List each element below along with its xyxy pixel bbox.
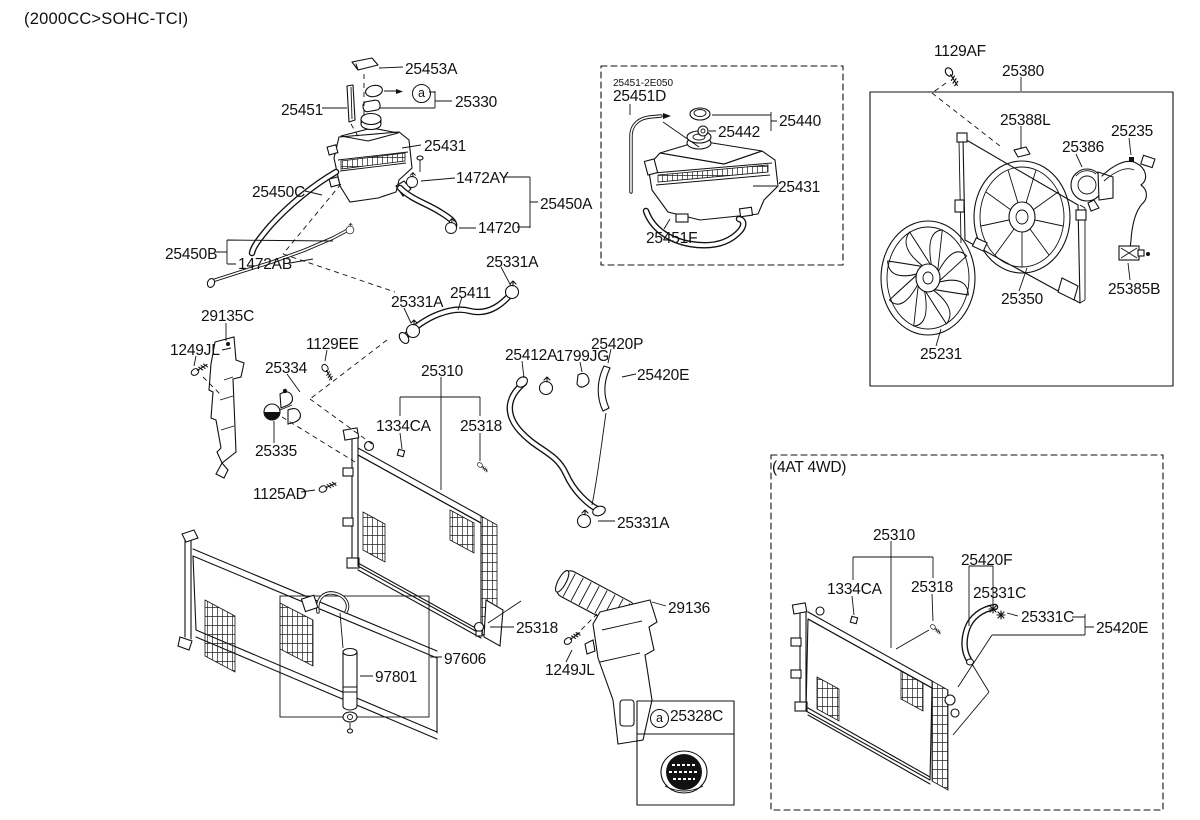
label-25451f: 25451F [646, 230, 698, 247]
label-25310-main: 25310 [421, 363, 464, 380]
label-1129af: 1129AF [934, 43, 986, 60]
cap-detail-box [636, 700, 735, 806]
cooling-fan-blade [880, 220, 976, 336]
callout-a-reservoir: a [412, 84, 431, 103]
label-25335: 25335 [255, 443, 298, 460]
label-25451d: 25451D [613, 88, 667, 105]
label-25318-main: 25318 [460, 418, 503, 435]
label-25318-drain: 25318 [516, 620, 559, 637]
fan-assembly-box-frame [869, 91, 1174, 387]
label-97606: 97606 [444, 651, 487, 668]
label-25450a: 25450A [540, 196, 593, 213]
callout-a-cap: a [650, 709, 669, 728]
label-1472ab: 1472AB [238, 256, 292, 273]
label-1334ca-main: 1334CA [376, 418, 431, 435]
label-25451-2e050: 25451-2E050 [613, 78, 674, 89]
label-29135c: 29135C [201, 308, 255, 325]
label-1799jg: 1799JG [556, 348, 610, 365]
label-25431-detail: 25431 [778, 179, 821, 196]
label-25451: 25451 [281, 102, 324, 119]
label-25420e-main: 25420E [637, 367, 690, 384]
fan-motor-and-harness [1070, 154, 1156, 261]
label-4at-4wd: (4AT 4WD) [772, 459, 847, 476]
reserve-tank-detail [629, 107, 779, 249]
radiator-main [342, 427, 504, 647]
label-25442: 25442 [718, 124, 761, 141]
label-25386: 25386 [1062, 139, 1105, 156]
label-25331c-lower: 25331C [1021, 609, 1075, 626]
label-25330: 25330 [455, 94, 498, 111]
label-25318-awd: 25318 [911, 579, 954, 596]
label-25450c: 25450C [252, 184, 306, 201]
leader-lines [193, 66, 1132, 736]
reserve-tank-assembly [206, 57, 458, 288]
label-25334: 25334 [265, 360, 308, 377]
label-1249jl-lower: 1249JL [545, 662, 595, 679]
label-25412a: 25412A [505, 347, 558, 364]
label-1249jl-upper: 1249JL [170, 342, 220, 359]
label-25235: 25235 [1111, 123, 1154, 140]
label-1334ca-awd: 1334CA [827, 581, 882, 598]
label-25328c: 25328C [670, 708, 724, 725]
label-25388l: 25388L [1000, 112, 1051, 129]
label-25380: 25380 [1002, 63, 1045, 80]
label-25331a-lower: 25331A [617, 515, 670, 532]
label-25231: 25231 [920, 346, 963, 363]
radiator-mounting-parts [263, 388, 338, 494]
label-29136: 29136 [668, 600, 711, 617]
label-25420e-awd: 25420E [1096, 620, 1149, 637]
fan-shroud-assembly [943, 65, 1087, 304]
label-25453a: 25453A [405, 61, 458, 78]
label-1129ee: 1129EE [306, 336, 359, 353]
label-25331a-left: 25331A [391, 294, 444, 311]
radiator-hoses [398, 280, 611, 529]
construction-lines [202, 74, 1001, 637]
label-1472ay: 1472AY [456, 170, 509, 187]
label-25420f: 25420F [961, 552, 1013, 569]
label-25385b: 25385B [1108, 281, 1161, 298]
awd-variant-box-frame [770, 454, 1164, 811]
air-guard-panel [189, 336, 335, 479]
label-97801: 97801 [375, 669, 418, 686]
label-25431: 25431 [424, 138, 467, 155]
label-25331a-upper: 25331A [486, 254, 539, 271]
air-duct [554, 569, 658, 745]
label-1125ad: 1125AD [253, 486, 307, 503]
label-25350: 25350 [1001, 291, 1044, 308]
label-25420p: 25420P [591, 336, 644, 353]
reservoir-detail-box-frame [600, 65, 844, 266]
label-25411: 25411 [450, 285, 491, 302]
label-25440: 25440 [779, 113, 822, 130]
label-25310-awd: 25310 [873, 527, 916, 544]
condenser-assembly [177, 529, 438, 740]
label-25331c-upper: 25331C [973, 585, 1027, 602]
radiator-awd [790, 602, 1006, 791]
page-title: (2000CC>SOHC-TCI) [24, 10, 189, 28]
label-14720: 14720 [478, 220, 521, 237]
label-25450b: 25450B [165, 246, 218, 263]
